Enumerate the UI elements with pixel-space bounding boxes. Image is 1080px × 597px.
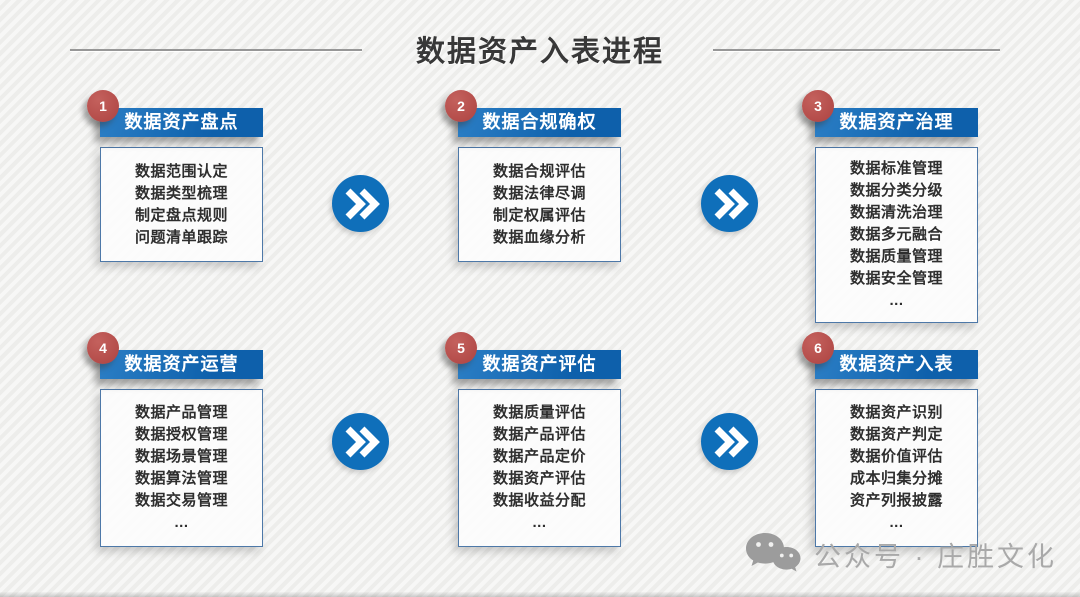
step-item: 问题清单跟踪 [134, 228, 228, 246]
step-item: ... [889, 514, 904, 531]
step-item: 数据场景管理 [134, 448, 228, 465]
step-item: 数据安全管理 [849, 270, 943, 287]
step-items-box: 数据产品管理 数据授权管理 数据场景管理 数据算法管理 数据交易管理 ... [100, 389, 263, 547]
step-item: 数据收益分配 [492, 492, 586, 509]
step-items-box: 数据合规评估 数据法律尽调 制定权属评估 数据血缘分析 [458, 147, 621, 262]
step-item: ... [174, 514, 189, 531]
step-item: 数据类型梳理 [134, 184, 228, 202]
step-header: 数据合规确权 [458, 108, 621, 137]
step-item: 数据产品定价 [492, 448, 586, 465]
step-2: 2 数据合规确权 数据合规评估 数据法律尽调 制定权属评估 数据血缘分析 [445, 90, 621, 262]
step-number-badge: 3 [802, 90, 834, 122]
double-chevron-icon [332, 413, 389, 470]
title-divider-left [70, 49, 362, 51]
step-item: 数据资产识别 [849, 404, 943, 421]
step-item: 数据授权管理 [134, 426, 228, 443]
step-item: 资产列报披露 [849, 492, 943, 509]
wechat-icon [746, 533, 801, 572]
step-item: 数据资产评估 [492, 470, 586, 487]
double-chevron-icon [332, 175, 389, 232]
step-items-box: 数据质量评估 数据产品评估 数据产品定价 数据资产评估 数据收益分配 ... [458, 389, 621, 547]
step-1: 1 数据资产盘点 数据范围认定 数据类型梳理 制定盘点规则 问题清单跟踪 [87, 90, 263, 262]
step-item: 数据资产判定 [849, 426, 943, 443]
step-item: 数据产品评估 [492, 426, 586, 443]
step-item: 数据血缘分析 [492, 228, 586, 246]
step-item: 数据法律尽调 [492, 184, 586, 202]
step-item: ... [889, 292, 904, 309]
watermark: 公众号 · 庄胜文化 [744, 531, 1057, 577]
step-item: 数据质量管理 [849, 248, 943, 265]
step-header: 数据资产评估 [458, 350, 621, 379]
step-3: 3 数据资产治理 数据标准管理 数据分类分级 数据清洗治理 数据多元融合 数据质… [802, 90, 978, 323]
step-item: 数据分类分级 [849, 182, 943, 199]
step-item: 制定盘点规则 [134, 206, 228, 224]
step-number-badge: 5 [445, 332, 477, 364]
double-chevron-icon [701, 413, 758, 470]
step-item: 数据交易管理 [134, 492, 228, 509]
step-4: 4 数据资产运营 数据产品管理 数据授权管理 数据场景管理 数据算法管理 数据交… [87, 332, 263, 547]
title-divider-right [713, 49, 1000, 51]
step-header: 数据资产盘点 [100, 108, 263, 137]
step-item: ... [532, 514, 547, 531]
step-items-box: 数据范围认定 数据类型梳理 制定盘点规则 问题清单跟踪 [100, 147, 263, 262]
step-items-box: 数据标准管理 数据分类分级 数据清洗治理 数据多元融合 数据质量管理 数据安全管… [815, 147, 978, 323]
step-5: 5 数据资产评估 数据质量评估 数据产品评估 数据产品定价 数据资产评估 数据收… [445, 332, 621, 547]
step-item: 制定权属评估 [492, 206, 586, 224]
step-item: 成本归集分摊 [849, 470, 943, 487]
step-header: 数据资产运营 [100, 350, 263, 379]
step-item: 数据标准管理 [849, 160, 943, 177]
page-title: 数据资产入表进程 [415, 36, 664, 68]
step-6: 6 数据资产入表 数据资产识别 数据资产判定 数据价值评估 成本归集分摊 资产列… [802, 332, 978, 547]
step-item: 数据产品管理 [134, 404, 228, 421]
step-number-badge: 1 [87, 90, 119, 122]
watermark-text: 公众号 · 庄胜文化 [814, 541, 1057, 572]
step-header: 数据资产入表 [815, 350, 978, 379]
double-chevron-icon [701, 175, 758, 232]
step-header: 数据资产治理 [815, 108, 978, 137]
step-item: 数据价值评估 [849, 448, 943, 465]
step-item: 数据多元融合 [849, 226, 943, 243]
step-number-badge: 6 [802, 332, 834, 364]
step-item: 数据算法管理 [134, 470, 228, 487]
step-item: 数据范围认定 [134, 162, 228, 180]
step-number-badge: 2 [445, 90, 477, 122]
step-item: 数据清洗治理 [849, 204, 943, 221]
step-items-box: 数据资产识别 数据资产判定 数据价值评估 成本归集分摊 资产列报披露 ... [815, 389, 978, 547]
step-number-badge: 4 [87, 332, 119, 364]
step-item: 数据合规评估 [492, 162, 586, 180]
step-item: 数据质量评估 [492, 404, 586, 421]
